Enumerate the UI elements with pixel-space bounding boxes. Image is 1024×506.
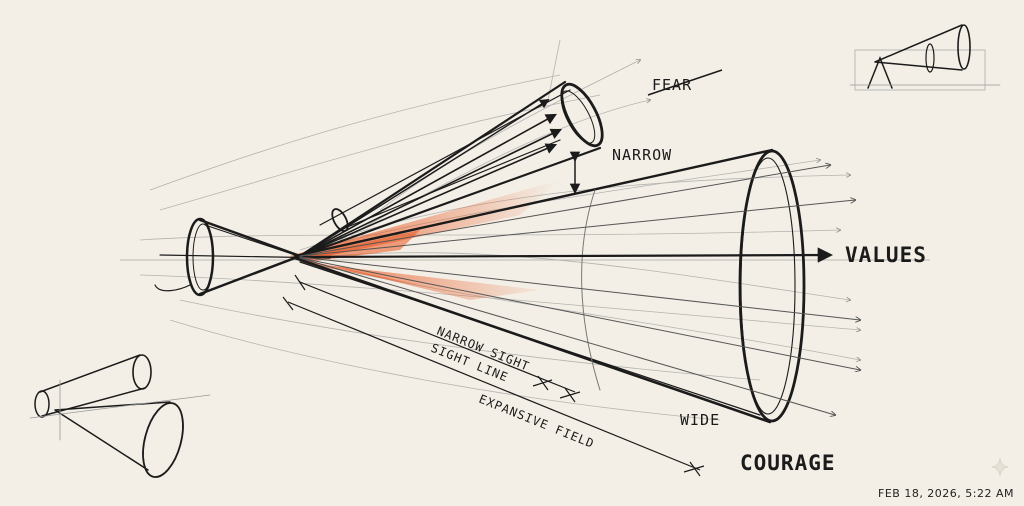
- courage-label: COURAGE: [740, 451, 836, 475]
- narrow-cone: [298, 80, 604, 258]
- fear-strike: [647, 69, 723, 96]
- thumbnail-sketch-bottom-left: [29, 354, 211, 478]
- wide-label: WIDE: [680, 411, 720, 429]
- dimension-lines: [282, 274, 705, 477]
- timestamp: FEB 18, 2026, 5:22 AM: [878, 487, 1014, 500]
- sparkle-icon: [991, 457, 1009, 477]
- values-label: VALUES: [845, 243, 927, 267]
- thumbnail-sketch-top-right: [849, 24, 1001, 91]
- wide-cone: [293, 148, 860, 424]
- narrow-label: NARROW: [612, 146, 672, 164]
- expansive-field-label: EXPANSIVE FIELD: [477, 392, 597, 451]
